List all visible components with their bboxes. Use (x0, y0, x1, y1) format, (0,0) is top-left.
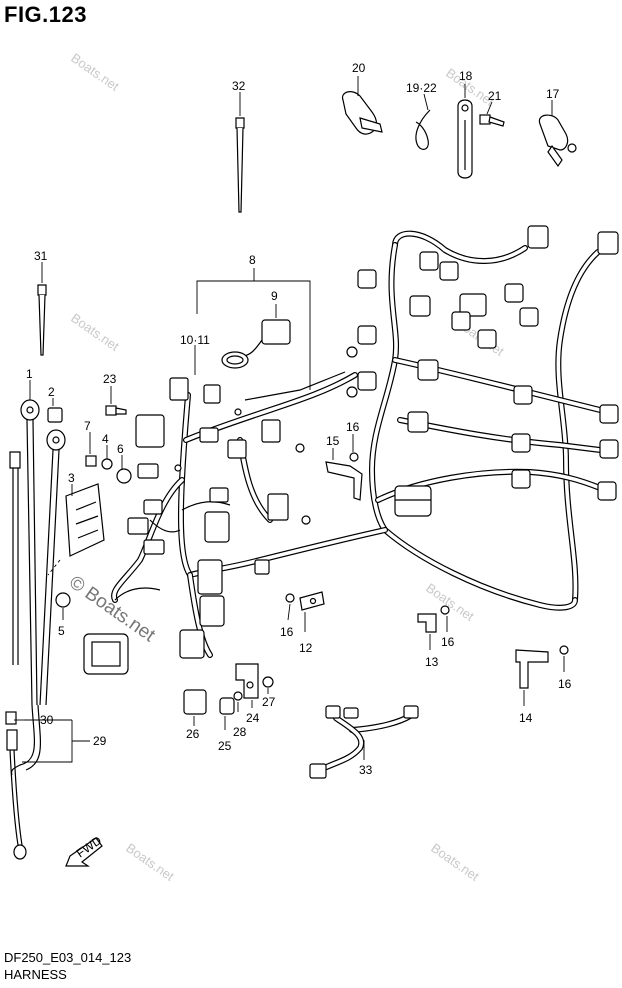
callout-4: 4 (102, 432, 109, 446)
harness-connectors (357, 225, 619, 517)
callout-19-22: 19·22 (406, 81, 437, 95)
sub-harness-33: 33 (309, 705, 419, 779)
callout-33: 33 (359, 763, 373, 777)
screw-23: 23 (103, 372, 127, 416)
clamp-17: 17 (538, 87, 577, 168)
bolt-21: 21 (479, 89, 505, 127)
callout-8: 8 (249, 253, 256, 267)
clamp-20: 20 (341, 61, 383, 135)
bracket-13-16: 13 16 (417, 605, 455, 669)
diagram-name: HARNESS (4, 967, 67, 982)
callout-2: 2 (48, 385, 55, 399)
watermark-text: Boats.net (68, 310, 122, 354)
callout-23: 23 (103, 372, 117, 386)
left-cluster-connectors (127, 346, 358, 659)
callout-21: 21 (488, 89, 502, 103)
callout-9: 9 (271, 289, 278, 303)
callout-20: 20 (352, 61, 366, 75)
watermark-text: Boats.net (68, 50, 122, 94)
callout-18: 18 (459, 69, 473, 83)
bracket-15-16: 15 16 (325, 420, 363, 501)
callout-30: 30 (40, 713, 54, 727)
callout-16d: 16 (558, 677, 572, 691)
callout-32: 32 (232, 79, 246, 93)
relay-group-8: 8 9 10·11 (180, 253, 311, 390)
clip-19-22: 19·22 (406, 81, 437, 150)
callout-27: 27 (262, 695, 276, 709)
callout-3: 3 (68, 471, 75, 485)
watermarks: Boats.net Boats.net Boats.net Boats.net … (65, 50, 507, 884)
bracket-14-16: 14 16 (515, 645, 572, 725)
fwd-arrow: FWD (65, 833, 104, 867)
callout-26: 26 (186, 727, 200, 741)
callout-7: 7 (84, 419, 91, 433)
callout-28: 28 (233, 725, 247, 739)
callout-12: 12 (299, 641, 313, 655)
callout-15: 15 (326, 434, 340, 448)
small-parts-24-28: 26 25 28 24 27 (183, 663, 276, 753)
callout-5: 5 (58, 624, 65, 638)
callout-25: 25 (218, 739, 232, 753)
callout-6: 6 (117, 442, 124, 456)
callout-29: 29 (93, 734, 107, 748)
bolt-bracket-16-12: 16 12 (280, 591, 325, 655)
callout-16a: 16 (280, 625, 294, 639)
cable-29-30: 30 29 (5, 704, 107, 860)
callout-16b: 16 (346, 420, 360, 434)
callout-31: 31 (34, 249, 48, 263)
battery-cables: 1 2 3 5 (9, 367, 129, 706)
callout-17: 17 (546, 87, 560, 101)
callout-14: 14 (519, 711, 533, 725)
callout-24: 24 (246, 711, 260, 725)
cable-tie-31: 31 (34, 249, 48, 356)
callout-1: 1 (26, 367, 33, 381)
diagram-code: DF250_E03_014_123 (4, 950, 132, 965)
bolts-7-4-6: 7 4 6 (84, 419, 132, 484)
callout-13: 13 (425, 655, 439, 669)
watermark-text: Boats.net (123, 840, 177, 884)
bracket-18: 18 (457, 69, 473, 179)
watermark-text: Boats.net (428, 840, 482, 884)
figure-title: FIG.123 (4, 2, 87, 27)
callout-16c: 16 (441, 635, 455, 649)
callout-10-11: 10·11 (180, 333, 210, 347)
cable-tie-32: 32 (232, 79, 246, 213)
